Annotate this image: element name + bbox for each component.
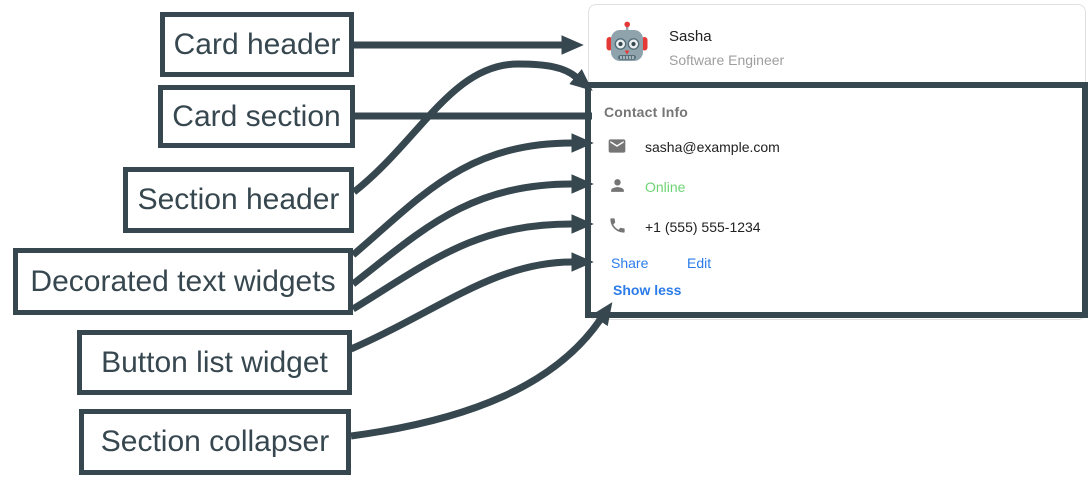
arrow-decorated-status [350, 174, 594, 287]
label-text: Section header [137, 183, 340, 216]
person-icon [611, 179, 624, 192]
arrow-decorated-phone [351, 214, 594, 312]
robot-avatar-icon [606, 21, 648, 61]
label-card-section: Card section [158, 85, 355, 148]
label-text: Section collapser [100, 425, 330, 458]
arrow-button-list [349, 252, 594, 353]
label-text: Card section [172, 99, 341, 133]
label-section-header: Section header [123, 167, 354, 233]
contact-card: Sasha Software Engineer Contact Info sas… [588, 4, 1086, 320]
label-card-header: Card header [160, 12, 354, 77]
label-text: Card header [173, 27, 341, 61]
arrow-decorated-email [350, 133, 594, 258]
edit-button[interactable]: Edit [687, 255, 712, 271]
label-section-collapser: Section collapser [79, 409, 351, 475]
section-header-text: Contact Info [604, 104, 689, 120]
arrow-section-collapser [350, 302, 613, 440]
show-less-button[interactable]: Show less [613, 282, 682, 298]
label-decorated-text-widgets: Decorated text widgets [13, 248, 353, 315]
card-header-subtitle: Software Engineer [669, 52, 785, 68]
decorated-text-status: Online [645, 179, 686, 195]
email-icon [608, 139, 626, 153]
label-text: Button list widget [101, 345, 328, 379]
phone-icon [610, 218, 625, 233]
label-button-list-widget: Button list widget [77, 330, 352, 395]
decorated-text-phone: +1 (555) 555-1234 [645, 219, 761, 235]
share-button[interactable]: Share [611, 255, 649, 271]
decorated-text-email: sasha@example.com [645, 139, 780, 155]
arrow-section-header [351, 60, 593, 195]
label-text: Decorated text widgets [30, 264, 336, 298]
card-header-title: Sasha [669, 28, 712, 45]
